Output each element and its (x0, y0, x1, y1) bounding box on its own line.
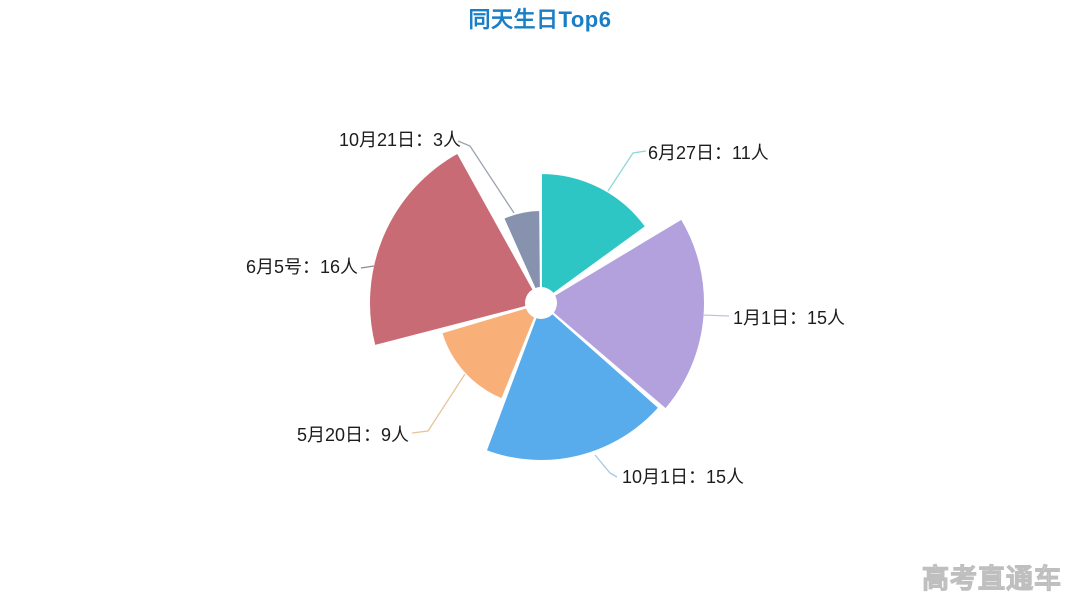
label-leader-line-2 (594, 454, 618, 478)
label-leader-line-5 (457, 140, 515, 214)
label-leader-line-1 (702, 314, 730, 317)
center-hole (525, 287, 557, 319)
watermark-text: 高考直通车 (922, 564, 1062, 595)
slice-callout-2: 10月1日：15人 (622, 467, 745, 487)
slice-callout-4: 6月5号：16人 (246, 257, 359, 277)
slice-callout-3: 5月20日：9人 (297, 425, 410, 445)
slice-callout-1: 1月1日：15人 (733, 308, 846, 328)
chart-title: 同天生日Top6 (468, 7, 612, 32)
label-leader-line-0 (607, 150, 647, 192)
label-leader-line-3 (411, 373, 466, 434)
slice-callout-0: 6月27日：11人 (648, 143, 769, 163)
slice-callout-5: 10月21日：3人 (339, 130, 462, 150)
label-leader-line-4 (360, 265, 375, 269)
